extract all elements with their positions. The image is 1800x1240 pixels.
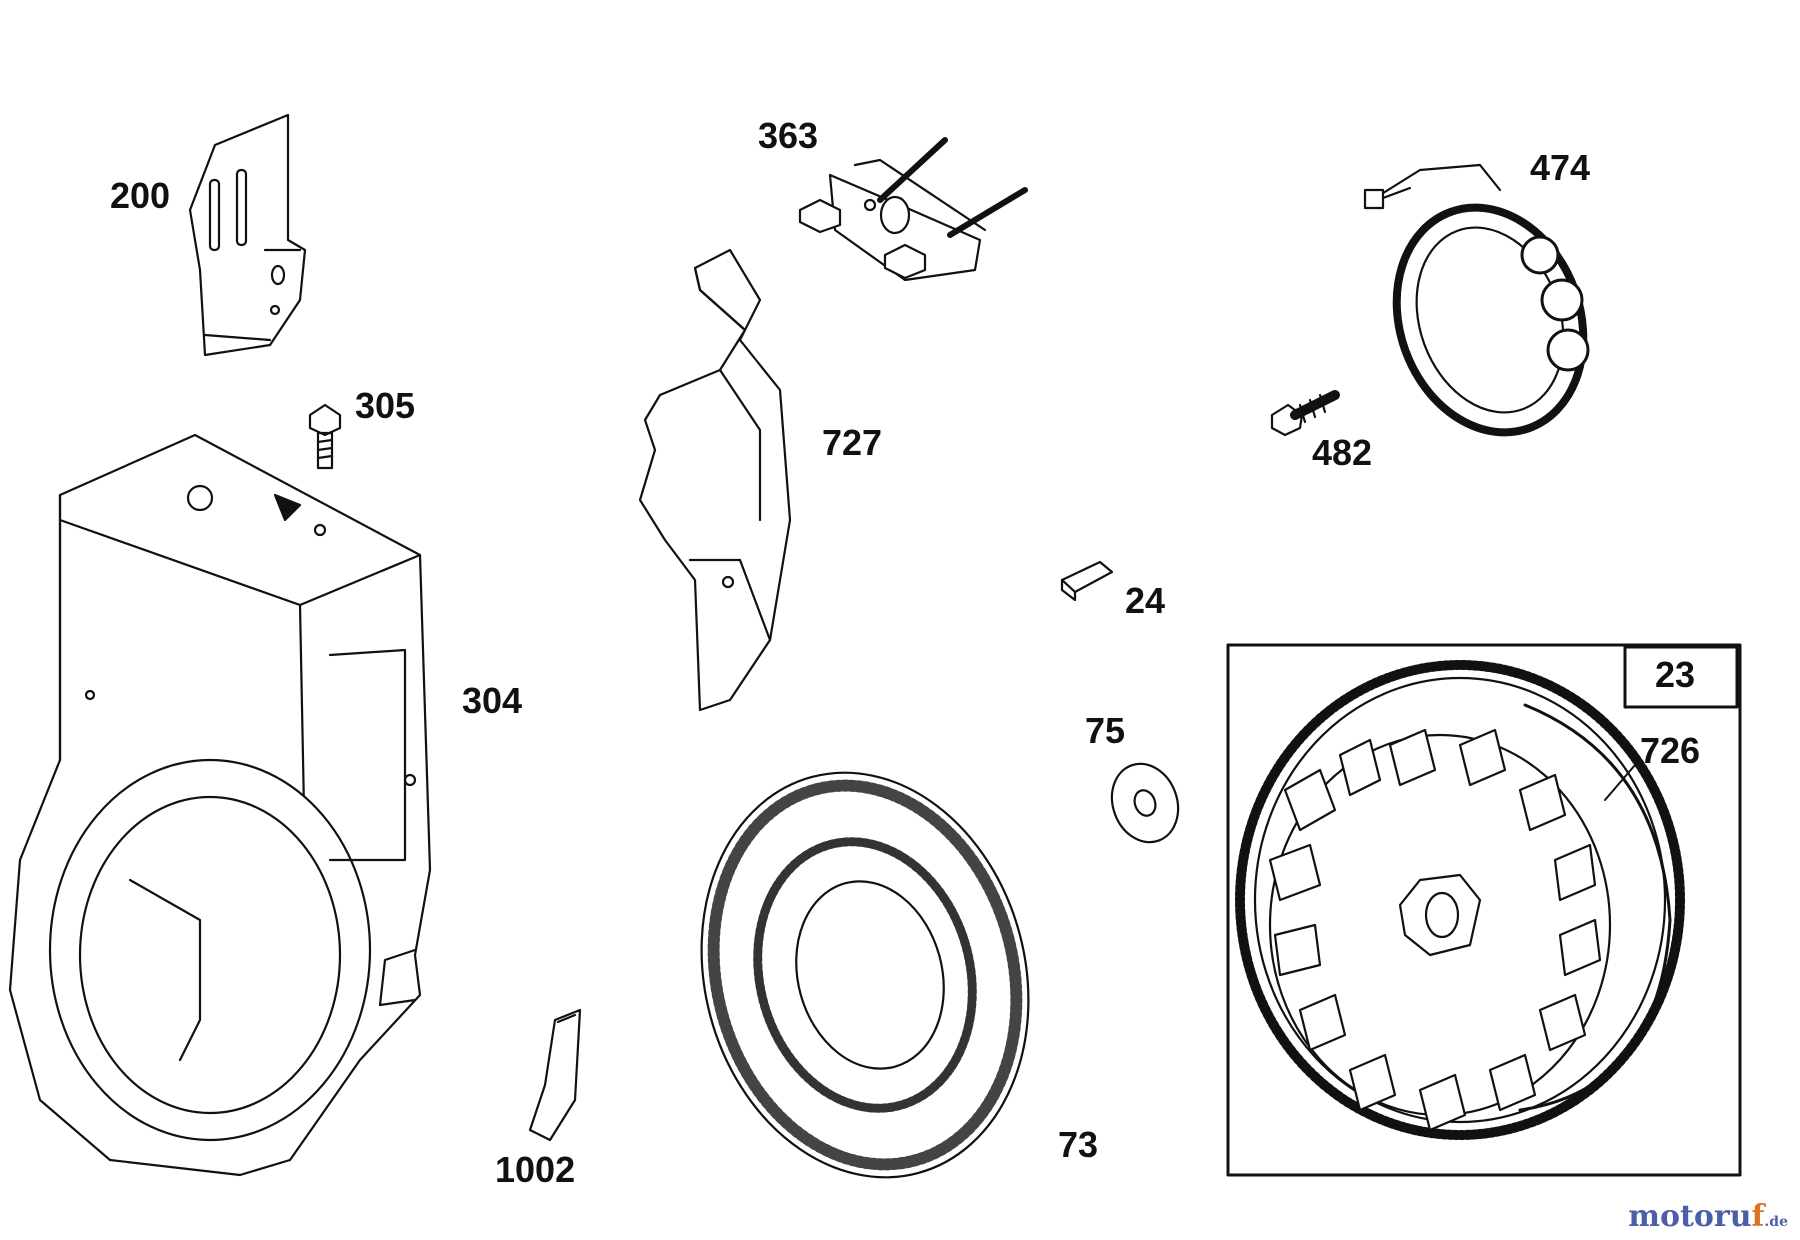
callout-200: 200 xyxy=(110,175,171,216)
callout-363: 363 xyxy=(758,115,819,156)
callout-73: 73 xyxy=(1058,1124,1099,1165)
callout-482: 482 xyxy=(1312,432,1373,473)
part-1002-seal xyxy=(528,1008,582,1142)
part-305-bolt xyxy=(308,403,342,470)
part-363-mount xyxy=(798,137,1028,282)
callout-24: 24 xyxy=(1125,580,1166,621)
part-727-baffle xyxy=(638,248,792,712)
callout-304: 304 xyxy=(462,680,523,721)
part-304-housing xyxy=(8,433,432,1177)
callout-75: 75 xyxy=(1085,710,1126,751)
part-482-screw xyxy=(1270,390,1340,437)
callout-23: 23 xyxy=(1655,654,1696,695)
part-24-key xyxy=(1060,560,1114,602)
part-75-washer xyxy=(1110,762,1180,844)
part-73-screen xyxy=(700,771,1030,1179)
callout-727: 727 xyxy=(822,422,883,463)
watermark-logo: motoruf.de xyxy=(1628,1199,1788,1234)
part-23-box xyxy=(1226,643,1742,1177)
leader-726 xyxy=(1604,764,1636,801)
part-23-label-box xyxy=(1623,645,1739,709)
part-726-flywheel xyxy=(1235,660,1685,1140)
callout-1002: 1002 xyxy=(495,1149,576,1190)
callout-305: 305 xyxy=(355,385,416,426)
callout-474: 474 xyxy=(1530,147,1591,188)
callout-726: 726 xyxy=(1640,730,1701,771)
part-200-bracket xyxy=(188,113,307,357)
part-474-armature xyxy=(1363,163,1590,437)
